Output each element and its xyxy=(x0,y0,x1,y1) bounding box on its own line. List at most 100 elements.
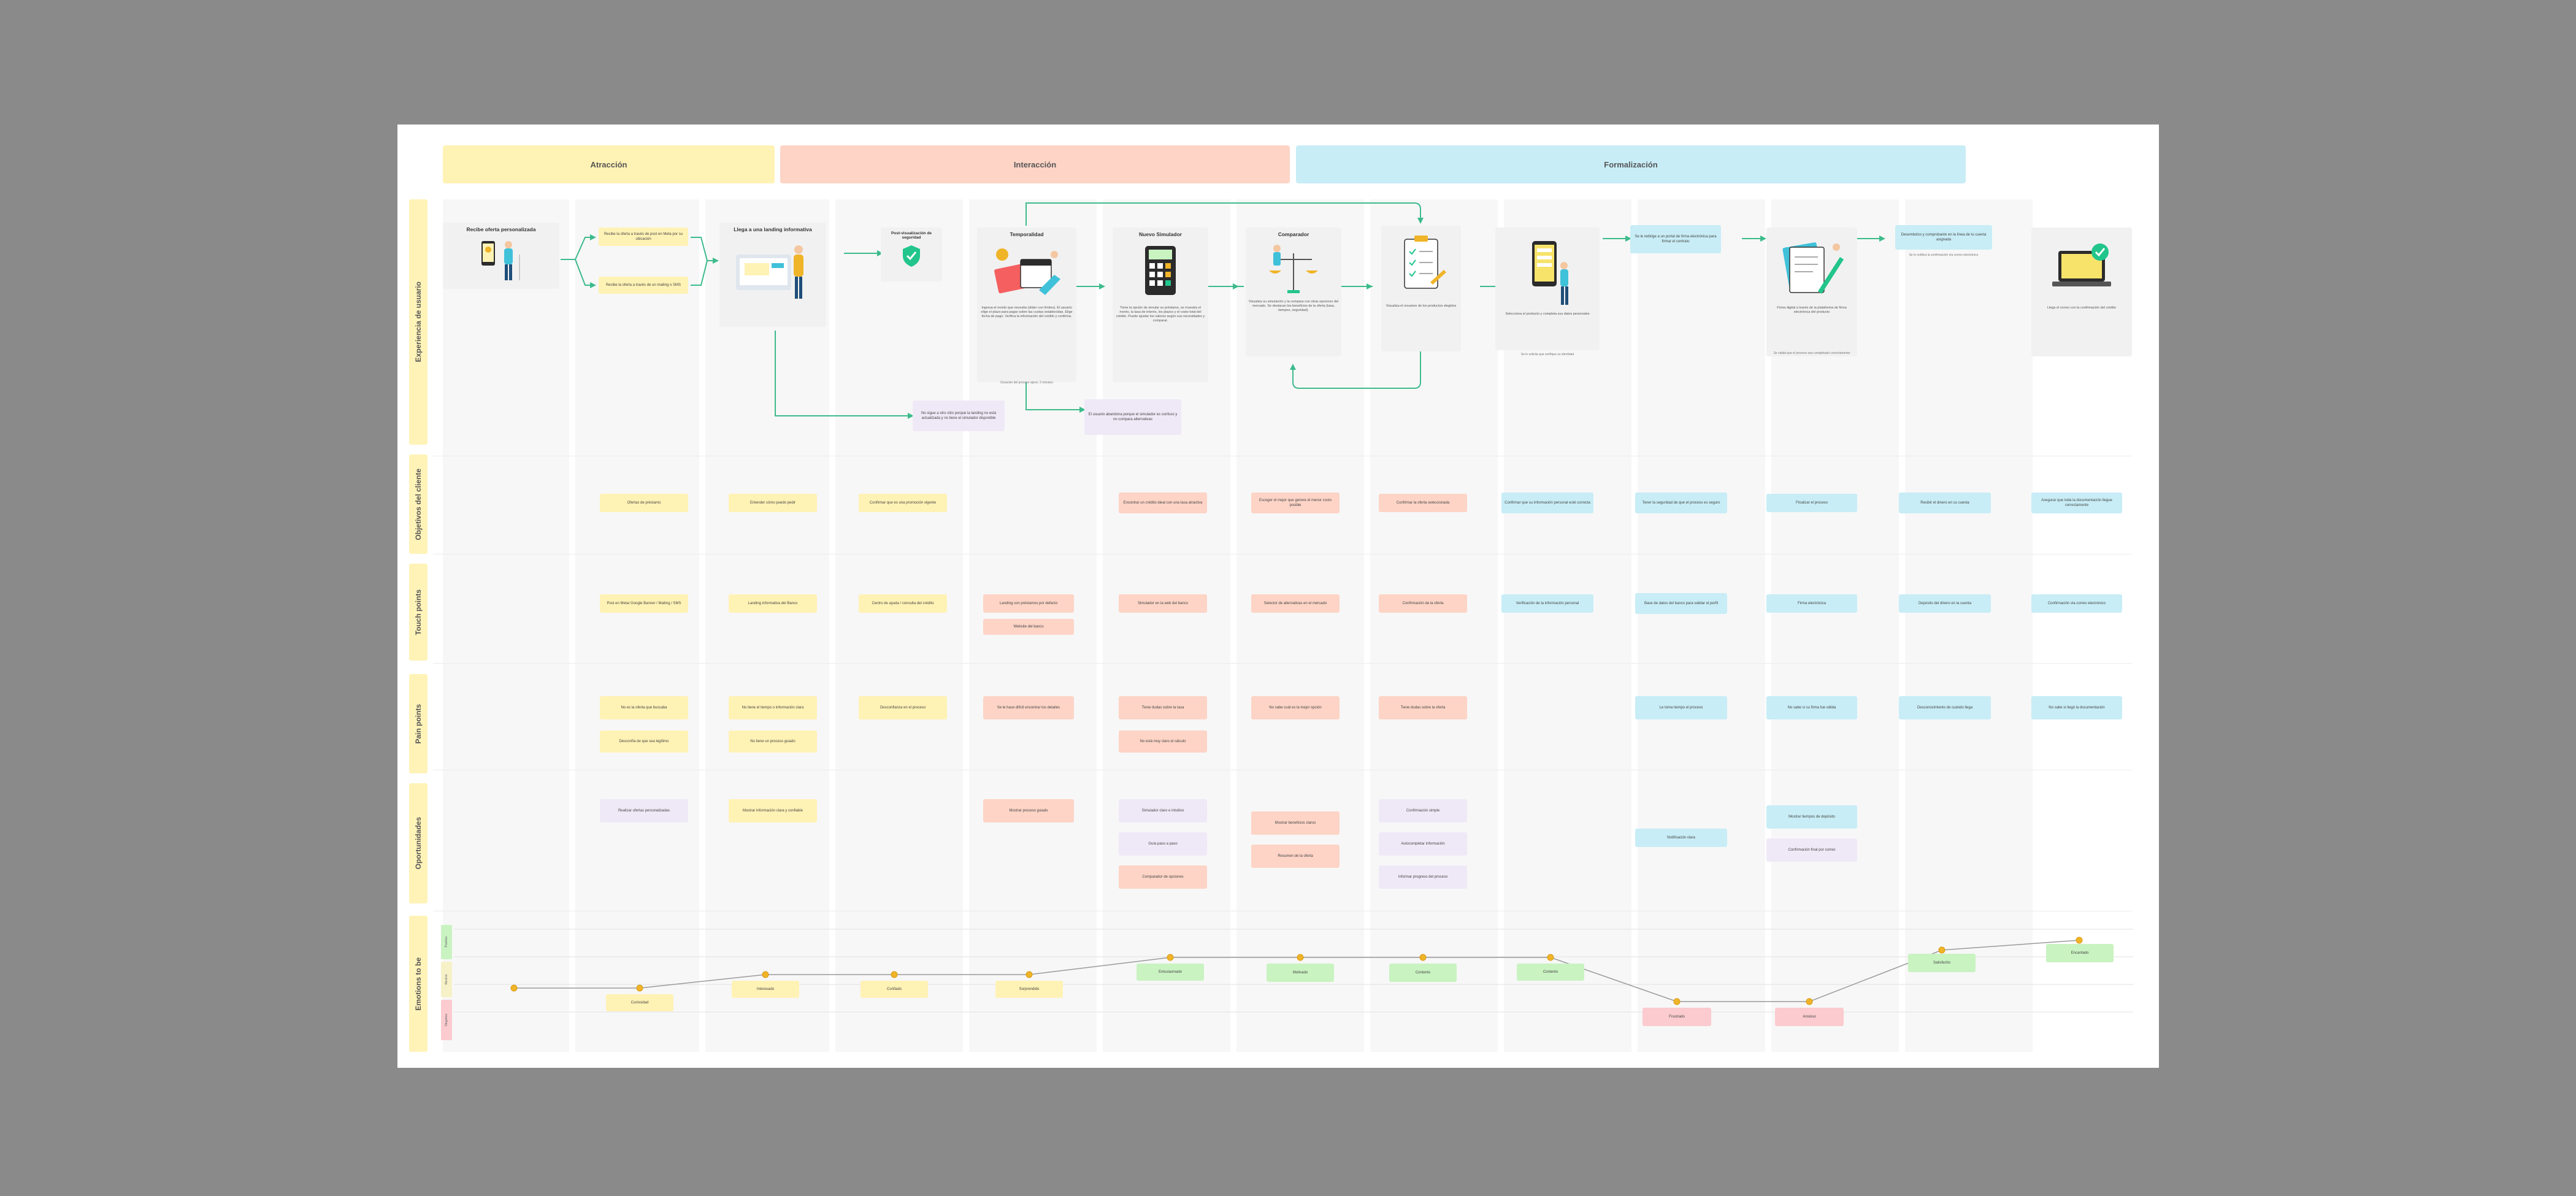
opportunity-card: Resumen de la oferta xyxy=(1251,845,1340,868)
touchpoint-card: Simulador en la web del banco xyxy=(1119,594,1207,613)
row-label-text: Oportunidades xyxy=(414,817,423,870)
opportunity-card: Informar progreso del proceso xyxy=(1379,865,1467,889)
calendar-illustration xyxy=(994,248,1060,295)
row-label-text: Experiencia de usuario xyxy=(414,282,423,362)
painpoint-card: No sabe si llegó la documentación xyxy=(2031,696,2122,719)
step-signature: Firma digital a través de la plataforma … xyxy=(1766,228,1857,356)
esign-portal-card: Se le redirige a un portal de firma elec… xyxy=(1630,225,1721,253)
touchpoint-card: Firma electrónica xyxy=(1766,594,1857,613)
phase-attraction: Atracción xyxy=(443,145,775,183)
clipboard-illustration xyxy=(1404,236,1446,289)
shield-icon xyxy=(903,245,920,267)
landing-illustration xyxy=(736,245,803,299)
touchpoint-card: Website del banco xyxy=(983,619,1074,635)
painpoint-card: No está muy claro el cálculo xyxy=(1119,730,1207,753)
emotion-card: Confiado xyxy=(861,981,928,998)
emotion-card: Ansioso xyxy=(1775,1008,1844,1026)
emotion-scale-label: Negativa xyxy=(445,1014,448,1026)
row-label-goals: Objetivos del cliente xyxy=(409,454,427,554)
step-summary: Visualiza el resumen de los productos el… xyxy=(1381,226,1461,351)
opportunity-card: Simulador claro e intuitivo xyxy=(1119,799,1207,822)
goal-card: Encontrar un crédito ideal con una tasa … xyxy=(1119,493,1207,513)
painpoint-card: No tiene el tiempo o información clara xyxy=(729,696,817,719)
column-bg xyxy=(1905,199,2033,1052)
step-personal-data: Selecciona el producto y completa sus da… xyxy=(1495,228,1600,350)
offer-social-card: Recibe la oferta a través de post en Met… xyxy=(599,228,688,246)
touchpoint-card: Base de datos del banco para validar el … xyxy=(1635,593,1727,614)
opportunity-card: Realizar ofertas personalizadas xyxy=(600,799,688,822)
emotion-card: Encantado xyxy=(2046,944,2114,962)
row-separator xyxy=(433,663,2132,664)
row-label-experience: Experiencia de usuario xyxy=(409,199,427,445)
column-bg xyxy=(443,199,569,1052)
emotion-card: Sorprendido xyxy=(995,981,1063,998)
goal-card: Tener la seguridad de que el proceso es … xyxy=(1635,493,1727,513)
step-offer: Recibe oferta personalizada xyxy=(443,223,559,289)
verify-identity-note: Se le solicita que verifique su identida… xyxy=(1520,353,1574,356)
painpoint-card: Desconocimiento de cuándo llega xyxy=(1899,696,1991,719)
step-email-confirmation: Llega el correo con la confirmación del … xyxy=(2031,228,2132,356)
opportunity-card: Mostrar proceso guiado xyxy=(983,799,1074,822)
step-title: Comparador xyxy=(1278,231,1309,237)
emotion-card: Interesado xyxy=(732,981,799,998)
emotion-card-neutral: Contento xyxy=(1517,964,1584,981)
painpoint-card: No sabe cuál es la mejor opción xyxy=(1251,696,1340,719)
step-description: Visualiza su simulación y la compara con… xyxy=(1248,300,1339,313)
painpoint-card: Le toma tiempo el proceso xyxy=(1635,696,1727,719)
touchpoint-card: Verificación de la información personal xyxy=(1501,594,1593,613)
opportunity-card: Autocompletar información xyxy=(1379,832,1467,856)
row-label-text: Objetivos del cliente xyxy=(414,468,423,540)
calculator-illustration xyxy=(1145,246,1176,295)
emotion-scale-label: Positiva xyxy=(445,937,448,948)
laptop-check-illustration xyxy=(2052,243,2111,286)
painpoint-card: Tiene dudas sobre la tasa xyxy=(1119,696,1207,719)
opportunity-card: Confirmación simple xyxy=(1379,799,1467,822)
emotion-card: Frustrado xyxy=(1643,1008,1711,1026)
journey-map-board: Atracción Interacción Formalización Expe… xyxy=(397,125,2159,1068)
painpoint-card: No es la oferta que buscaba xyxy=(600,696,688,719)
touchpoint-card: Landing informativa del Banco xyxy=(729,594,817,613)
step-title: Llega a una landing informativa xyxy=(734,226,812,232)
emotion-card: Contento xyxy=(1389,964,1457,982)
row-label-pain: Pain points xyxy=(409,674,427,773)
opportunity-card: Guía paso a paso xyxy=(1119,832,1207,856)
emotion-card: Satisfecho xyxy=(1908,954,1976,972)
goal-card: Entender cómo puedo pedir xyxy=(729,494,817,512)
temporality-note: Duración del proceso aprox. 2 minutos xyxy=(1000,381,1053,385)
opportunity-card: Mostrar información clara y confiable xyxy=(729,799,817,822)
step-title: Recibe oferta personalizada xyxy=(466,226,536,232)
step-landing: Llega a una landing informativa xyxy=(719,223,826,327)
security-card: Post-visualización de seguridad xyxy=(881,228,942,282)
goal-card: Escoger el mejor que genere el menor cos… xyxy=(1251,493,1340,513)
touchpoint-card: Selector de alternativas en el mercado xyxy=(1251,594,1340,613)
painpoint-card: Se le hace difícil encontrar los detalle… xyxy=(983,696,1074,719)
touchpoint-card: Depósito del dinero en la cuenta xyxy=(1899,594,1991,613)
signature-note: Se valida que el proceso sea completado … xyxy=(1773,351,1850,355)
step-description: Visualiza el resumen de los productos el… xyxy=(1386,304,1457,308)
phone-user-illustration xyxy=(1532,241,1568,305)
phase-interaction: Interacción xyxy=(780,145,1290,183)
step-temporality: Temporalidad Ingresa el monto que necesi… xyxy=(977,228,1076,382)
balance-illustration xyxy=(1269,245,1318,293)
step-description: Llega el correo con la confirmación del … xyxy=(2047,306,2117,310)
emotion-card: Entusiasmado xyxy=(1137,964,1204,981)
step-title: Post-visualización de seguridad xyxy=(891,231,932,240)
opportunity-card: Comparador de opciones xyxy=(1119,865,1207,889)
opportunity-card: Mostrar beneficios claros xyxy=(1251,811,1340,835)
painpoint-card: Tiene dudas sobre la oferta xyxy=(1379,696,1467,719)
row-label-text: Touch points xyxy=(414,589,423,635)
emotion-scale-positive: Positiva xyxy=(441,925,452,959)
goal-card: Confirmar la oferta seleccionada xyxy=(1379,494,1467,512)
opportunity-card: Confirmación final por correo xyxy=(1766,838,1857,862)
goal-card: Ofertas de préstamo xyxy=(600,494,688,512)
painpoint-card: Desconfía de que sea legítimo xyxy=(600,730,688,753)
goal-card: Asegurar que toda la documentación llegu… xyxy=(2031,493,2122,513)
emotion-scale-label: Neutral xyxy=(445,974,448,985)
goal-card: Finalizar el proceso xyxy=(1766,494,1857,512)
phase-formalization: Formalización xyxy=(1296,145,1966,183)
emotion-scale-negative: Negativa xyxy=(441,1000,452,1040)
touchpoint-card: Landing con préstamos por defecto xyxy=(983,594,1074,613)
simulator-dropoff-note: El usuario abandona porque el simulador … xyxy=(1084,399,1181,435)
touchpoint-card: Confirmación de la oferta xyxy=(1379,594,1467,613)
person-phone-illustration xyxy=(481,241,520,280)
